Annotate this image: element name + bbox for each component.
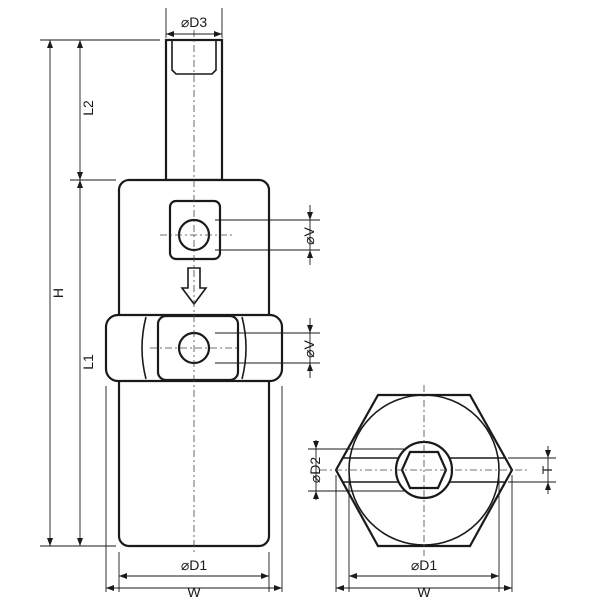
top-view-dimensions: ⌀D2 T ⌀D1 W <box>307 440 556 600</box>
side-view <box>104 30 284 552</box>
dim-label-v-mid: ⌀V <box>301 339 317 357</box>
dim-label-d3: ⌀D3 <box>181 14 208 30</box>
dim-label-l1: L1 <box>80 354 96 370</box>
dim-label-w-side: W <box>187 584 201 600</box>
side-view-dimensions: ⌀D3 H L2 L1 ⌀V ⌀V <box>40 8 320 600</box>
top-view <box>320 385 528 556</box>
dim-label-d2: ⌀D2 <box>307 457 323 484</box>
dim-label-t: T <box>539 465 555 474</box>
hex-nut-face-left <box>141 316 147 380</box>
dim-label-d1-top: ⌀D1 <box>411 557 438 573</box>
dim-label-h: H <box>50 288 66 298</box>
dim-label-d1-side: ⌀D1 <box>181 557 208 573</box>
hex-nut-face-right <box>241 316 247 380</box>
stem-thread-top <box>171 40 217 75</box>
dim-label-v-top: ⌀V <box>301 226 317 244</box>
dim-label-w-top: W <box>417 584 431 600</box>
dim-label-l2: L2 <box>80 100 96 116</box>
